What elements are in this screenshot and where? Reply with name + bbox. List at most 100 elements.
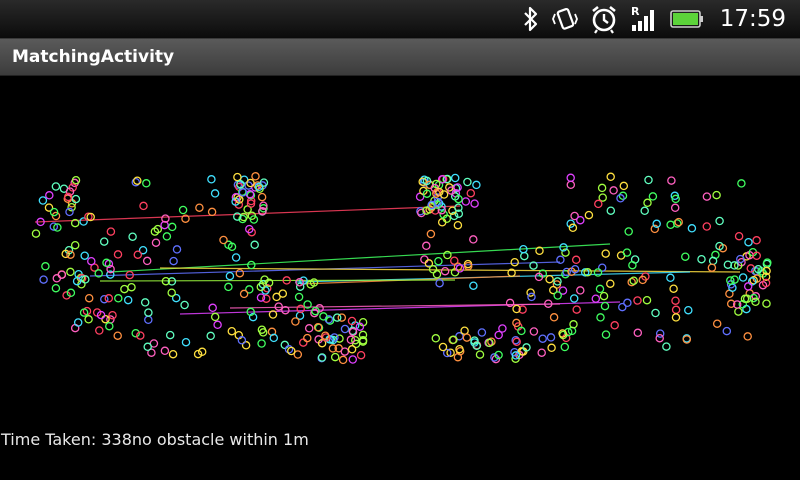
keypoint xyxy=(51,283,61,293)
keypoint xyxy=(268,310,278,319)
battery-icon xyxy=(669,9,704,29)
keypoint xyxy=(340,324,350,334)
keypoint xyxy=(259,201,268,210)
alarm-icon xyxy=(590,4,618,34)
keypoint xyxy=(136,331,145,340)
keypoint xyxy=(726,299,736,309)
keypoint xyxy=(723,260,733,269)
keypoint xyxy=(311,306,320,316)
keypoint xyxy=(558,286,568,295)
keypoint xyxy=(348,327,358,337)
keypoint xyxy=(330,333,339,342)
keypoint xyxy=(520,251,529,261)
keypoint xyxy=(762,266,771,276)
keypoint xyxy=(251,183,260,192)
keypoint xyxy=(526,288,535,297)
matching-canvas xyxy=(31,172,772,365)
keypoint xyxy=(618,191,628,201)
keypoint xyxy=(86,212,95,222)
keypoint xyxy=(299,338,308,347)
keypoint xyxy=(95,326,104,335)
match-line xyxy=(229,303,561,309)
keypoint xyxy=(287,346,296,356)
keypoint xyxy=(477,328,487,337)
keypoint xyxy=(726,276,735,285)
keypoint xyxy=(538,334,547,343)
keypoint xyxy=(596,313,605,322)
keypoint xyxy=(697,254,706,264)
keypoint xyxy=(66,267,75,277)
keypoint xyxy=(453,352,463,362)
match-line xyxy=(34,205,461,223)
keypoint xyxy=(167,288,176,297)
keypoint xyxy=(84,293,94,303)
keypoint xyxy=(426,229,436,239)
keypoint xyxy=(208,303,217,313)
keypoint xyxy=(494,330,503,340)
activity-title: MatchingActivity xyxy=(12,47,175,67)
keypoint xyxy=(144,308,153,317)
keypoint xyxy=(249,215,259,224)
keypoint xyxy=(128,232,137,241)
keypoint xyxy=(356,350,366,360)
keypoint xyxy=(437,175,447,184)
keypoint xyxy=(562,267,571,277)
keypoint xyxy=(535,246,544,256)
keypoint xyxy=(672,219,682,228)
keypoint xyxy=(642,295,652,305)
keypoint xyxy=(463,177,472,187)
keypoint xyxy=(435,278,444,288)
keypoint xyxy=(347,316,357,326)
keypoint xyxy=(619,181,629,191)
keypoint xyxy=(744,237,753,247)
keypoint xyxy=(742,304,751,314)
keypoint xyxy=(633,328,643,338)
keypoint xyxy=(623,298,632,308)
keypoint xyxy=(674,217,683,227)
keypoint xyxy=(740,294,750,304)
keypoint xyxy=(558,329,567,338)
keypoint xyxy=(763,258,772,267)
keypoint xyxy=(761,278,771,288)
keypoint xyxy=(332,313,342,322)
keypoint xyxy=(547,343,556,353)
keypoint xyxy=(79,217,88,226)
keypoint xyxy=(529,327,539,336)
keypoint xyxy=(707,263,717,272)
keypoint xyxy=(485,338,494,348)
keypoint xyxy=(127,282,136,292)
keypoint xyxy=(262,294,271,303)
keypoint xyxy=(100,294,109,304)
keypoint xyxy=(53,223,62,232)
keypoint xyxy=(330,352,340,362)
keypoint xyxy=(455,344,464,354)
keypoint xyxy=(418,177,427,186)
keypoint xyxy=(258,328,268,337)
keypoint xyxy=(65,207,74,217)
keypoint xyxy=(595,284,605,294)
keypoint xyxy=(272,292,281,302)
keypoint xyxy=(449,335,458,345)
keypoint xyxy=(443,174,452,184)
keypoint xyxy=(87,256,96,266)
keypoint xyxy=(325,316,335,325)
keypoint xyxy=(576,286,585,295)
keypoint xyxy=(442,348,452,358)
keypoint xyxy=(681,252,690,261)
keypoint xyxy=(114,294,123,303)
keypoint xyxy=(671,296,680,305)
keypoint xyxy=(162,232,172,241)
keypoint xyxy=(738,300,748,309)
keypoint xyxy=(594,199,603,209)
keypoint xyxy=(293,350,303,359)
action-bar: MatchingActivity xyxy=(0,39,800,76)
keypoint xyxy=(511,335,520,345)
keypoint xyxy=(553,277,562,286)
keypoint xyxy=(472,341,481,351)
keypoint xyxy=(584,210,594,220)
keypoint xyxy=(106,264,115,274)
feature-matching-view xyxy=(0,76,800,420)
keypoint xyxy=(512,318,521,328)
keypoint xyxy=(470,336,479,345)
keypoint xyxy=(494,350,503,360)
